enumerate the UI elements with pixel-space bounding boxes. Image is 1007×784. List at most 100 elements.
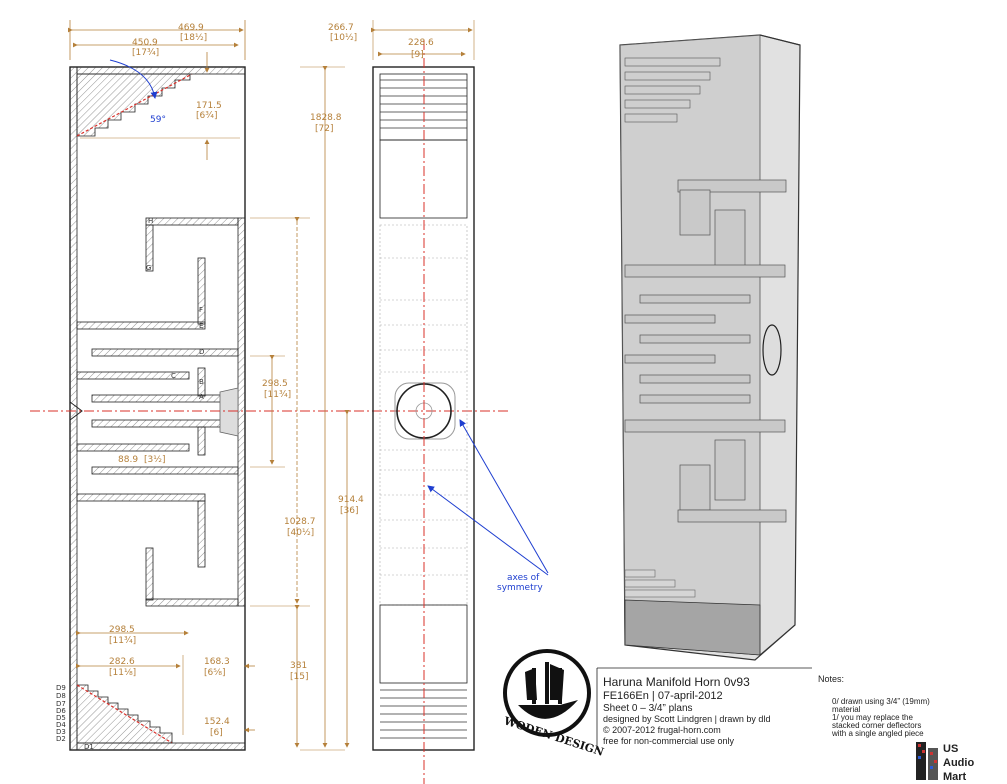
label-d7: D7 (56, 700, 66, 708)
dim-height: 1828.8 (310, 113, 342, 123)
panel-c-lower (76, 443, 190, 452)
title-line4: designed by Scott Lindgren | drawn by dl… (603, 714, 770, 724)
panel-e-lower (76, 493, 206, 502)
label-d3: D3 (56, 728, 66, 736)
dim-depth-in: [10½] (330, 33, 357, 43)
label-e: E (199, 322, 203, 330)
top-angle-line (76, 73, 193, 137)
notes-heading: Notes: (818, 674, 844, 684)
dim-depth: 266.7 (328, 23, 354, 33)
dim-driver-center: 914.4 (338, 495, 364, 505)
panel-e (76, 321, 206, 330)
woden-logo: WODEN DESIGN (501, 649, 605, 759)
dim-angle: 59° (150, 115, 166, 125)
title: Haruna Manifold Horn 0v93 (603, 675, 750, 689)
front-view: 266.7 [10½] 228.6 [9] axes of symmetry (328, 20, 549, 784)
label-d4: D4 (56, 721, 66, 729)
dim-bot-h2: 152.4 (204, 717, 230, 727)
notes-line1: 0/ drawn using 3/4” (19mm) (832, 697, 930, 706)
title-line3: Sheet 0 – 3/4” plans (603, 703, 693, 714)
dim-inner-depth-in: [9] (411, 50, 424, 60)
title-line5: © 2007-2012 frugal-horn.com (603, 725, 721, 735)
dim-bot-h1-in: [6⅝] (204, 668, 225, 678)
dim-port-height: 298.5 (262, 379, 288, 389)
bottom-panel (76, 742, 246, 751)
panel-d-lower (91, 466, 239, 475)
rear-port-marker (69, 401, 83, 421)
title-line6: free for non-commercial use only (603, 736, 735, 746)
axes-label-1: axes of (507, 573, 540, 583)
title-block: Haruna Manifold Horn 0v93 FE166En | 07-a… (596, 667, 812, 750)
iso-inner-panels (624, 179, 787, 523)
bottom-angle-line (76, 684, 173, 744)
dim-baffle-gap-in: [3½] (144, 455, 165, 465)
panel-f (197, 257, 206, 325)
panel-a-lower (91, 419, 239, 428)
dim-inner-depth: 228.6 (408, 38, 434, 48)
panel-d (91, 348, 239, 357)
label-d8: D8 (56, 692, 66, 700)
side-outer-wall (69, 66, 246, 751)
label-c: C (171, 372, 176, 380)
dim-height-in: [72] (315, 124, 333, 134)
notes-line3: 1/ you may replace the (832, 713, 913, 722)
label-h: H (148, 217, 153, 225)
watermark-line3: Mart (943, 771, 967, 783)
front-hidden-panels (379, 224, 468, 606)
iso-bottom-deflectors (624, 569, 696, 598)
driver-side (219, 387, 239, 437)
panel-g (145, 224, 154, 272)
dim-port-height-in: [11¾] (264, 390, 291, 400)
watermark-line1: US (943, 743, 958, 755)
side-view: H G F E D C B A D9 D8 D7 D6 D5 D4 D3 D2 … (30, 20, 510, 751)
notes-line5: with a single angled piece (831, 729, 924, 738)
dim-lower-chamber: 381 (290, 661, 307, 671)
top-panel (76, 66, 246, 75)
label-d9: D9 (56, 684, 66, 692)
dim-bot-w1: 298.5 (109, 625, 135, 635)
label-d: D (199, 348, 204, 356)
dim-horn-len: 1028.7 (284, 517, 316, 527)
partition-right (237, 217, 246, 607)
label-d5: D5 (56, 714, 66, 722)
label-d1: D1 (84, 743, 94, 751)
notes-line4: stacked corner deflectors (832, 721, 921, 730)
dim-driver-center-in: [36] (340, 506, 358, 516)
notes: Notes: 0/ drawn using 3/4” (19mm) materi… (818, 674, 930, 738)
dim-bot-w2: 282.6 (109, 657, 135, 667)
isometric-view (619, 34, 801, 661)
dim-lower-chamber-in: [15] (290, 672, 308, 682)
label-b: B (199, 378, 204, 386)
dim-bot-h1: 168.3 (204, 657, 230, 667)
side-back-wall (69, 66, 78, 751)
dim-horn-len-in: [40½] (287, 528, 314, 538)
label-f: F (199, 306, 203, 314)
label-d6: D6 (56, 707, 66, 715)
label-d2: D2 (56, 735, 66, 743)
dim-baffle-gap: 88.9 (118, 455, 138, 465)
dim-bot-h2-in: [6] (210, 728, 223, 738)
panel-b-lower (197, 426, 206, 456)
iso-top-deflectors (624, 57, 721, 123)
top-corner-deflectors (76, 73, 191, 137)
dim-top-chamber-in: [6¾] (196, 111, 217, 121)
dim-overall-width: 469.9 (178, 23, 204, 33)
panel-f-lower (197, 500, 206, 568)
panel-c (76, 371, 190, 380)
dim-overall-width-in: [18½] (180, 33, 207, 43)
dim-bot-w2-in: [11⅛] (109, 668, 136, 678)
dim-inner-width: 450.9 (132, 38, 158, 48)
driver-frame (394, 382, 456, 440)
panel-h (145, 217, 239, 226)
dim-bot-w1-in: [11¾] (109, 636, 136, 646)
panel-g-lower (145, 547, 154, 601)
panel-h-lower (145, 598, 239, 607)
label-g: G (146, 264, 151, 272)
title-line2: FE166En | 07-april-2012 (603, 690, 723, 702)
iso-driver (762, 324, 782, 376)
usaudiomart-watermark: US Audio Mart (916, 742, 974, 783)
panel-a (91, 394, 239, 403)
axes-label-2: symmetry (497, 583, 543, 593)
driver-cone (396, 383, 452, 439)
